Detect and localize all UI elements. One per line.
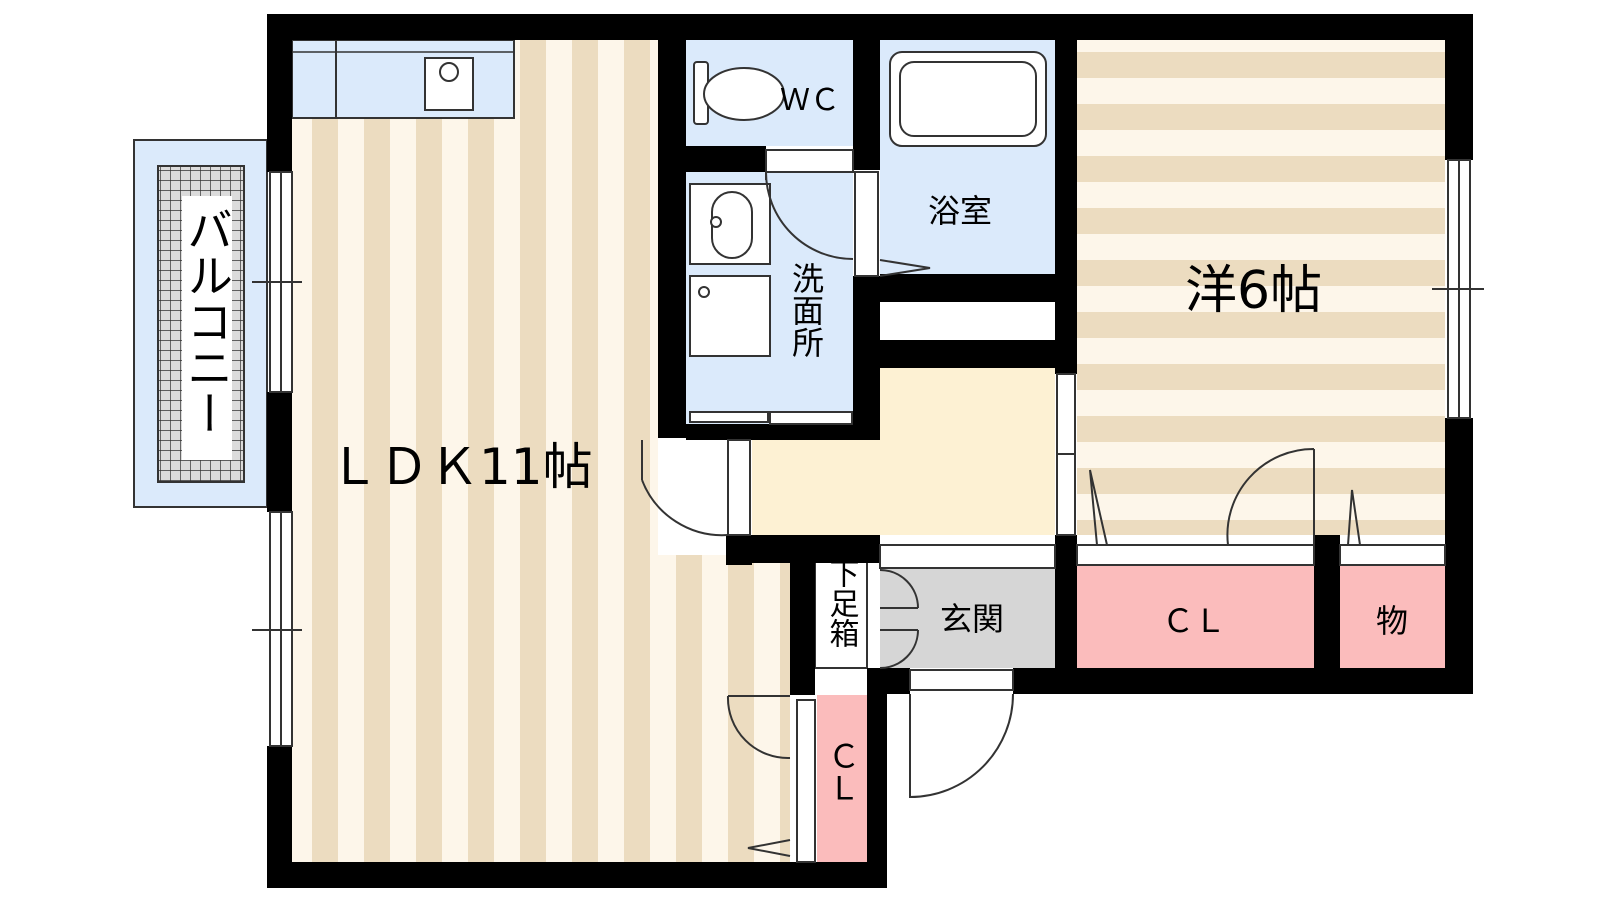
fixtures (689, 51, 1047, 357)
storage-closet (1340, 565, 1445, 668)
western-label: 洋6帖 (1185, 261, 1322, 321)
closet-main-label: ＣＬ (1162, 602, 1226, 640)
closet-main (1077, 565, 1314, 668)
bath-label: 浴室 (928, 192, 992, 230)
ldk-label: ＬＤＫ11帖 (329, 438, 593, 496)
balcony-label: バルコニー (180, 206, 234, 436)
balcony (133, 139, 268, 508)
hall-floor (880, 368, 1055, 535)
closet-ldk-label: ＣＬ (823, 740, 861, 804)
shoe-box-label: 下足箱 (824, 558, 860, 648)
walls (267, 14, 1473, 888)
labels: ＬＤＫ11帖 洋6帖 ＷＣ 浴室 玄関 ＣＬ 物 バルコニー 洗面所 下足箱 Ｃ… (180, 83, 1408, 804)
closet-ldk (817, 695, 867, 862)
entrance-label: 玄関 (940, 600, 1004, 638)
windows (252, 159, 1484, 863)
wc-label: ＷＣ (780, 83, 840, 118)
doors (641, 149, 1361, 857)
storage-label: 物 (1376, 602, 1408, 640)
ldk-floor-lower (658, 555, 790, 862)
ldk-floor (292, 40, 658, 862)
western-floor (1077, 40, 1445, 535)
washroom-label: 洗面所 (787, 262, 825, 358)
